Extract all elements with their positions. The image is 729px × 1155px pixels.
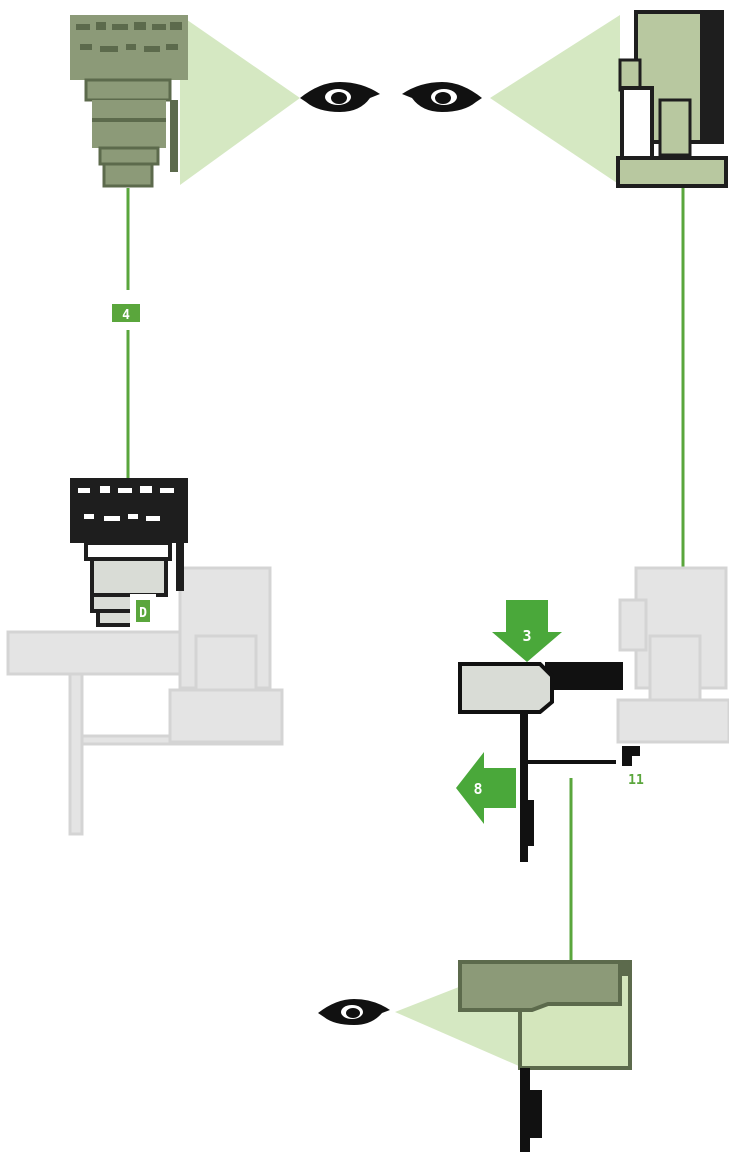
tube-device-top-left: [70, 15, 188, 186]
marker-label-c: 11: [628, 773, 644, 788]
eye-icon: [318, 999, 390, 1025]
connector-bar: [545, 662, 623, 690]
marker-label-b: D: [139, 606, 147, 621]
eye-icon: [300, 82, 380, 112]
arrow-left-label: 8: [473, 780, 482, 798]
view-cone-top-left: [180, 15, 300, 185]
signal-marker-icon: D: [130, 594, 156, 628]
view-cone-top-right: [490, 15, 620, 185]
arrow-down-label: 3: [522, 627, 531, 645]
arrow-down-icon: 3: [492, 600, 562, 662]
eye-icon: [402, 82, 482, 112]
plug-device-bottom: [460, 962, 632, 1152]
marker-label-a: 4: [122, 308, 130, 323]
tube-device-left-dark: [70, 478, 188, 625]
tube-device-top-right: [618, 12, 726, 186]
signal-marker-icon: 4: [110, 300, 142, 326]
arrow-left-icon: 8: [456, 752, 516, 824]
ghost-computer-right: [618, 568, 729, 742]
signal-marker-icon: 11: [622, 746, 650, 788]
